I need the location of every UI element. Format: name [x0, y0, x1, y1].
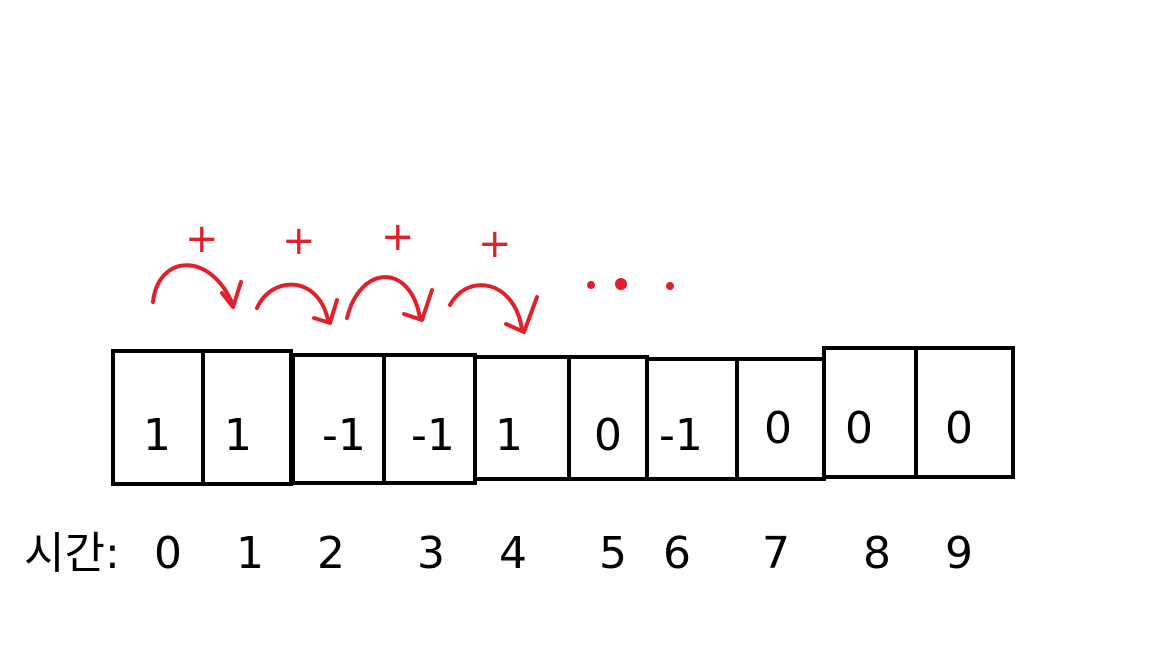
- time-value: 7: [762, 528, 790, 579]
- time-value: 3: [417, 528, 445, 579]
- cell-value: -1: [659, 410, 703, 461]
- time-axis: 시간: 0 1 2 3 4 5 6 7 8 9: [24, 528, 973, 579]
- annotation-layer: + + + +: [151, 214, 674, 334]
- plus-sign: +: [282, 218, 316, 264]
- plus-sign: +: [185, 216, 219, 262]
- cell-values: 1 1 -1 -1 1 0 -1 0 0 0: [143, 403, 973, 461]
- cell-value: -1: [411, 410, 455, 461]
- cell-value: 0: [594, 410, 622, 461]
- time-value: 4: [499, 528, 527, 579]
- time-value: 0: [154, 528, 182, 579]
- cell-value: 0: [764, 403, 792, 454]
- arrow-head-icon: [312, 298, 339, 325]
- curved-arrow-icon: [255, 282, 330, 322]
- time-value: 8: [863, 528, 891, 579]
- cell-value: 1: [143, 410, 171, 461]
- time-value: 5: [599, 528, 627, 579]
- cell-box-1: [201, 349, 293, 486]
- cell-box-4: [473, 355, 571, 481]
- cell-value: 1: [224, 410, 252, 461]
- cell-box-5: [567, 355, 649, 481]
- curved-arrow-icon: [448, 283, 524, 332]
- time-value: 2: [317, 528, 345, 579]
- curved-arrow-icon: [345, 275, 422, 320]
- cell-value: 0: [945, 403, 973, 454]
- ellipsis-dots: [587, 278, 674, 290]
- arrow-head-icon: [504, 295, 539, 334]
- cell-value: 1: [495, 410, 523, 461]
- arrow-head-icon: [402, 288, 434, 322]
- time-value: 9: [945, 528, 973, 579]
- cell-value: 0: [845, 403, 873, 454]
- cell-box-3: [382, 353, 477, 485]
- cell-box-9: [914, 346, 1015, 479]
- cell-box-7: [735, 357, 826, 481]
- time-value: 6: [663, 528, 691, 579]
- arrow-head-icon: [220, 280, 243, 309]
- curved-arrow-icon: [151, 263, 235, 307]
- cell-box-2: [291, 353, 386, 485]
- time-prefix-label: 시간:: [24, 528, 120, 579]
- cell-boxes: [111, 346, 1015, 486]
- cell-box-0: [111, 349, 205, 486]
- plus-sign: +: [381, 214, 415, 260]
- cell-value: -1: [322, 410, 366, 461]
- plus-sign: +: [478, 221, 512, 267]
- time-value: 1: [236, 528, 264, 579]
